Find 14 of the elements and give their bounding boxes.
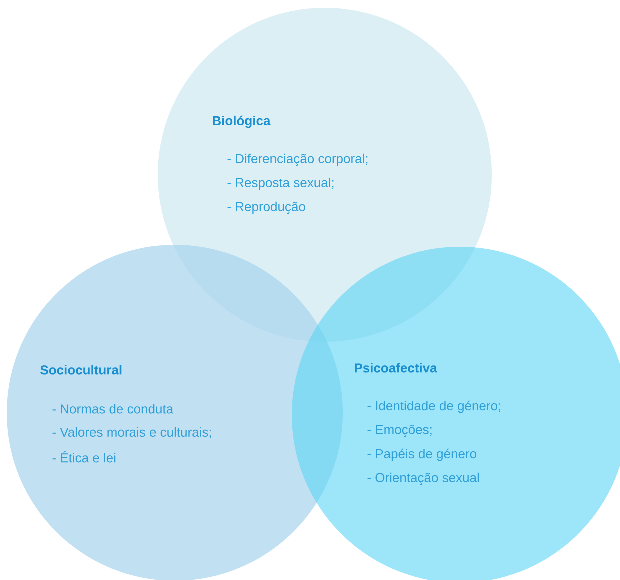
list-item: - Identidade de género; bbox=[368, 400, 500, 414]
list-item: - Papéis de género bbox=[368, 448, 476, 462]
list-item: - Diferenciação corporal; bbox=[228, 154, 368, 166]
list-item: - Valores morais e culturais; bbox=[52, 427, 212, 439]
list-item: - Ética e lei bbox=[52, 451, 116, 463]
circle-heading: Psicoafectiva bbox=[355, 363, 438, 373]
list-item: - Normas de conduta bbox=[52, 404, 174, 414]
circle-heading: Biológica bbox=[213, 116, 271, 128]
list-item: - Reprodução bbox=[228, 202, 306, 214]
circle-heading: Sociocultural bbox=[40, 365, 122, 375]
list-item: - Resposta sexual; bbox=[228, 178, 334, 190]
venn-circle bbox=[158, 8, 492, 342]
list-item: - Emoções; bbox=[368, 424, 432, 438]
list-item: - Orientação sexual bbox=[368, 472, 480, 486]
